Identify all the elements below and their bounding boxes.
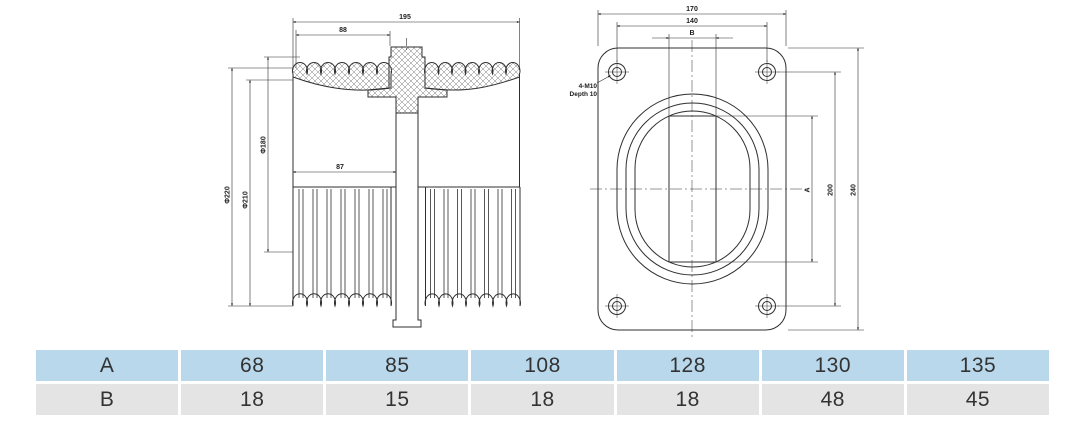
shed-band-left [292, 61, 392, 91]
dim-slot-width [652, 34, 733, 116]
label-mid-section: 87 [336, 164, 344, 171]
table-cell-b2: 15 [326, 384, 469, 415]
dim-slot-height [716, 115, 818, 263]
note-leader [596, 75, 611, 84]
table-cell-a4: 128 [616, 350, 759, 381]
label-upper-section: 88 [339, 27, 347, 34]
label-bolt-note-line1: 4-M10 [579, 83, 598, 90]
dim-total-length [292, 18, 520, 70]
table-cell-a2: 85 [326, 350, 469, 381]
label-dia-outer: Φ220 [225, 186, 232, 204]
row-label-a: A [36, 350, 179, 381]
label-dia-mid: Φ210 [243, 191, 250, 209]
label-bolt-note-line2: Depth 10 [570, 91, 598, 98]
fins-bottom-wave-right [424, 187, 521, 308]
bolt-holes [605, 60, 779, 318]
dim-flange-height [788, 47, 864, 331]
label-slot-height: A [805, 187, 812, 192]
table-cell-b3: 18 [471, 384, 614, 415]
conductor-stem [392, 112, 422, 328]
label-dia-inner: Φ180 [261, 136, 268, 154]
table-cell-a1: 68 [181, 350, 324, 381]
fins-bottom-wave-left [292, 187, 392, 308]
body-outline [292, 77, 520, 188]
fin-ribs [298, 189, 516, 298]
dim-diameters [228, 56, 300, 307]
center-slot [668, 115, 717, 263]
engineering-drawing: 195 88 87 Φ220 Φ210 Φ180 [225, 6, 864, 340]
table-cell-a3: 108 [471, 350, 614, 381]
dim-flange-width [597, 10, 787, 46]
dim-bolt-spacing-v [778, 71, 841, 307]
table-cell-b6: 45 [906, 384, 1049, 415]
table-cell-a5: 130 [761, 350, 904, 381]
label-flange-height: 240 [851, 184, 858, 196]
label-flange-width: 170 [686, 6, 698, 13]
label-bolt-spacing-h: 140 [686, 18, 698, 25]
label-slot-width: B [689, 30, 694, 37]
dim-bolt-spacing-h [616, 22, 768, 62]
label-total-length: 195 [399, 14, 411, 21]
label-bolt-spacing-v: 200 [828, 184, 835, 196]
table-cell-b4: 18 [616, 384, 759, 415]
row-label-b: B [36, 384, 179, 415]
centerlines [590, 40, 806, 340]
table-cell-b5: 48 [761, 384, 904, 415]
dim-upper-section [295, 30, 391, 68]
table-cell-a6: 135 [906, 350, 1049, 381]
flange-plate [597, 47, 787, 331]
left-view-side-section: 195 88 87 Φ220 Φ210 Φ180 [225, 14, 521, 328]
spec-table: A 68 85 108 128 130 135 B 18 15 18 18 48… [36, 350, 1049, 415]
table-cell-b1: 18 [181, 384, 324, 415]
obround-bosses [616, 93, 769, 285]
right-view-flange-front: 170 140 B A 200 240 4-M10 Depth 10 [570, 6, 864, 340]
shed-band-right [424, 62, 521, 91]
